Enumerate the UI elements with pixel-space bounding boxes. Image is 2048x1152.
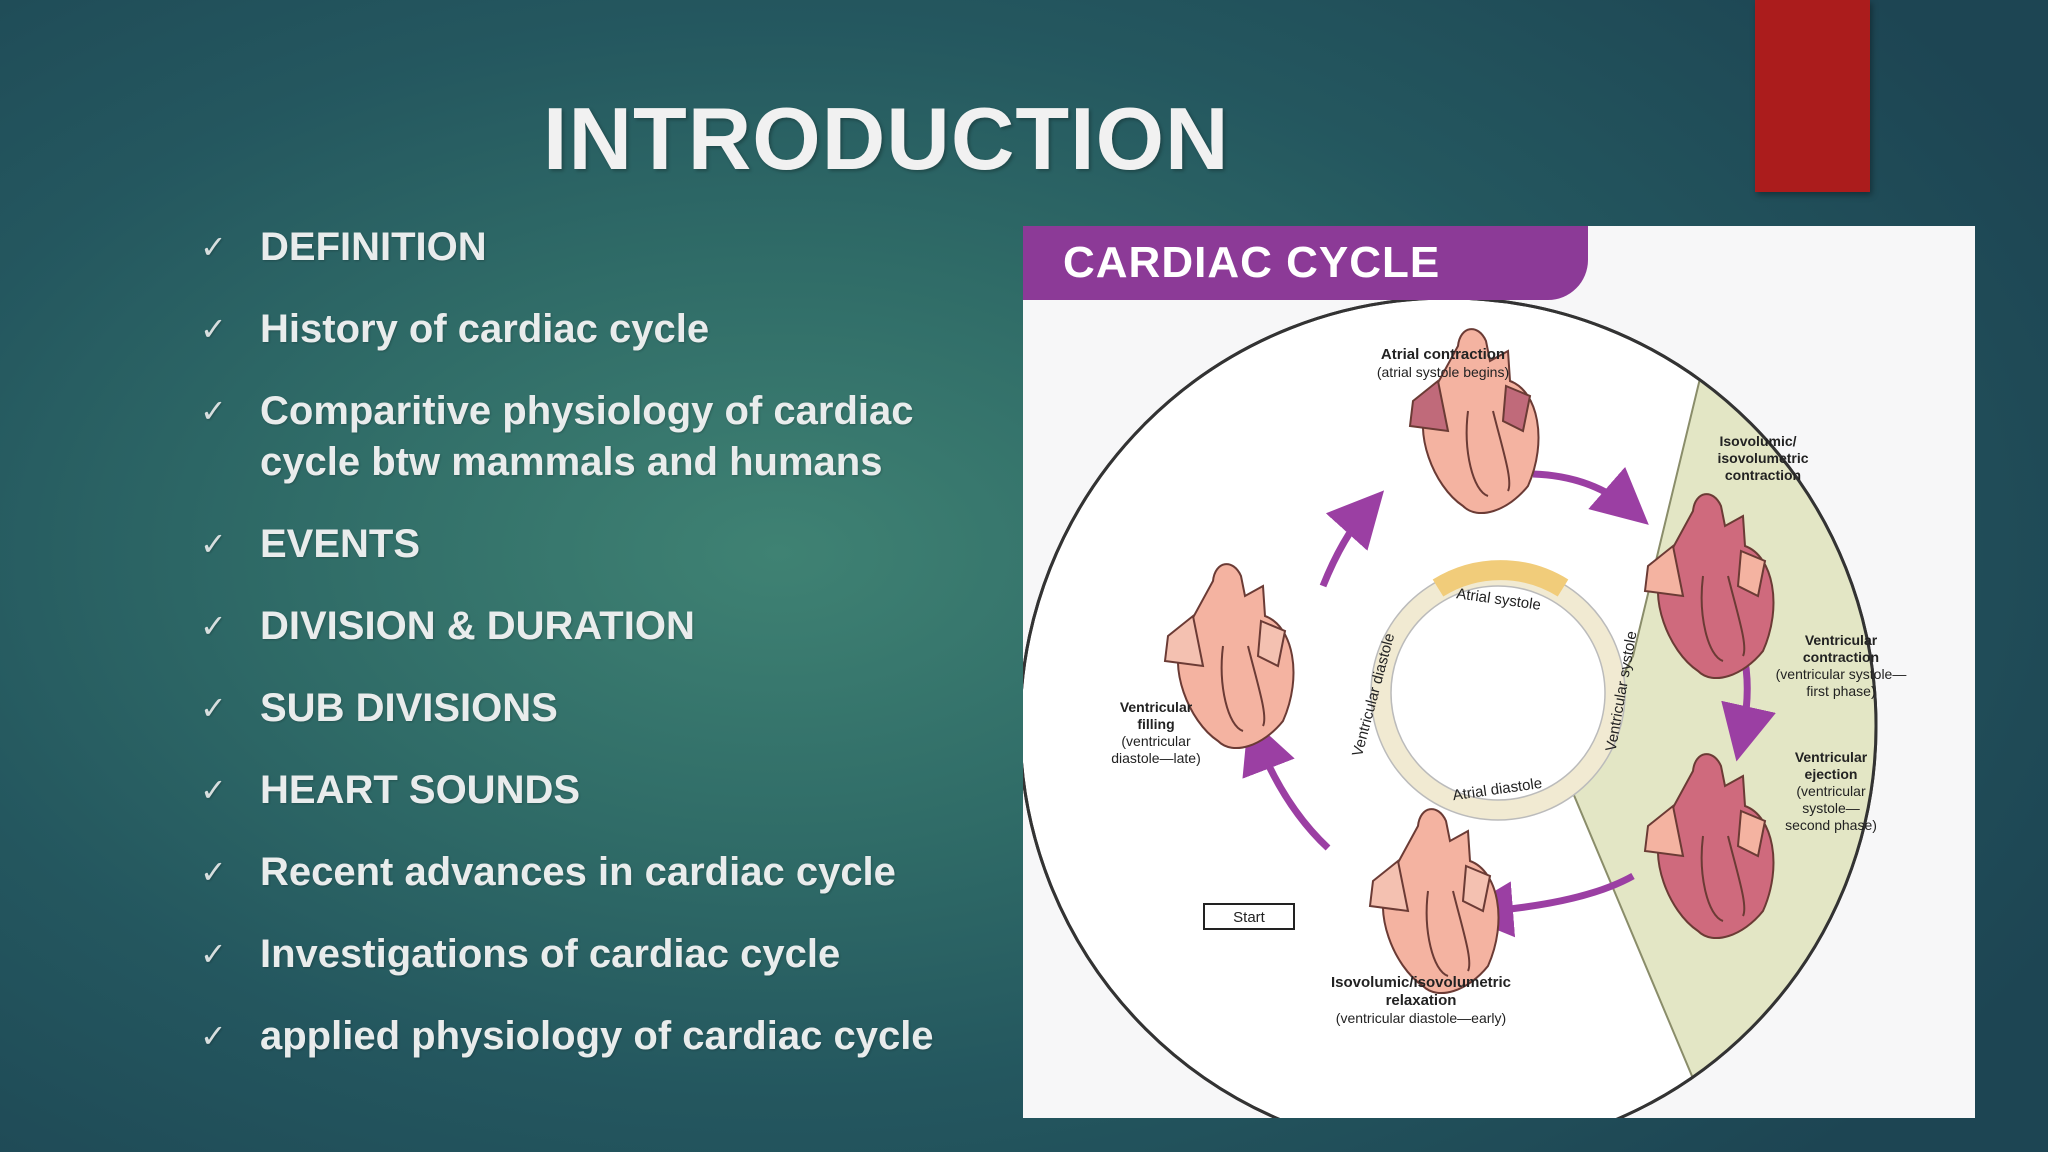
list-item: ✓Comparitive physiology of cardiac cycle… — [200, 386, 1020, 488]
svg-text:isovolumetric: isovolumetric — [1717, 450, 1808, 466]
svg-text:filling: filling — [1137, 716, 1174, 732]
cardiac-cycle-diagram: Atrial systole Atrial diastole Ventricul… — [1023, 296, 1907, 1118]
list-item: ✓EVENTS — [200, 519, 1020, 570]
list-item: ✓applied physiology of cardiac cycle — [200, 1011, 1020, 1062]
cycle-arrow — [1457, 872, 1635, 938]
atrial-systole-arc — [1432, 560, 1569, 597]
cardiac-cycle-figure: Atrial systole Atrial diastole Ventricul… — [1023, 226, 1975, 1118]
svg-text:contraction: contraction — [1725, 467, 1801, 483]
svg-text:Atrial contraction: Atrial contraction — [1381, 346, 1505, 363]
svg-text:Ventricular: Ventricular — [1795, 749, 1868, 765]
svg-text:first phase): first phase) — [1806, 683, 1875, 699]
svg-text:Ventricular: Ventricular — [1120, 699, 1193, 715]
list-item: ✓HEART SOUNDS — [200, 765, 1020, 816]
check-mark-icon: ✓ — [200, 936, 227, 972]
svg-text:ejection: ejection — [1805, 766, 1858, 782]
svg-text:(ventricular diastole—early): (ventricular diastole—early) — [1336, 1010, 1506, 1026]
heart-ventricular-ejection — [1643, 753, 1775, 940]
heart-atrial-contraction — [1408, 328, 1540, 515]
svg-text:Isovolumic/: Isovolumic/ — [1719, 433, 1796, 449]
heart-ventricular-filling — [1163, 563, 1295, 750]
svg-text:(ventricular systole—: (ventricular systole— — [1776, 666, 1907, 682]
slide-title: INTRODUCTION — [543, 89, 1230, 188]
check-mark-icon: ✓ — [200, 690, 227, 726]
list-item: ✓SUB DIVISIONS — [200, 683, 1020, 734]
start-box — [1203, 903, 1295, 930]
svg-text:(ventricular: (ventricular — [1796, 783, 1866, 799]
check-mark-icon: ✓ — [200, 526, 227, 562]
svg-text:(atrial systole begins): (atrial systole begins) — [1377, 364, 1509, 380]
svg-text:systole—: systole— — [1802, 800, 1860, 816]
list-item: ✓DEFINITION — [200, 222, 1020, 273]
label-ventricular-contraction: Ventricular contraction (ventricular sys… — [1776, 632, 1907, 699]
cycle-arrow — [1319, 490, 1385, 588]
check-mark-icon: ✓ — [200, 772, 227, 808]
label-ventricular-filling: Ventricular filling (ventricular diastol… — [1111, 699, 1201, 766]
svg-text:Isovolumic/isovolumetric: Isovolumic/isovolumetric — [1331, 974, 1511, 991]
svg-text:diastole—late): diastole—late) — [1111, 750, 1201, 766]
label-isovolumic-relaxation: Isovolumic/isovolumetric relaxation (ven… — [1331, 974, 1511, 1026]
check-mark-icon: ✓ — [200, 608, 227, 644]
list-item: ✓DIVISION & DURATION — [200, 601, 1020, 652]
heart-isovolumic-relaxation — [1368, 808, 1500, 995]
list-item: ✓History of cardiac cycle — [200, 304, 1020, 355]
cycle-arrow — [1532, 466, 1649, 525]
list-item: ✓Investigations of cardiac cycle — [200, 929, 1020, 980]
check-mark-icon: ✓ — [200, 229, 227, 265]
accent-red-tab — [1755, 0, 1870, 192]
svg-text:(ventricular: (ventricular — [1121, 733, 1191, 749]
check-mark-icon: ✓ — [200, 854, 227, 890]
cardiac-cycle-banner: CARDIAC CYCLE — [1023, 226, 1588, 300]
check-mark-icon: ✓ — [200, 393, 227, 429]
svg-text:Ventricular: Ventricular — [1805, 632, 1878, 648]
check-mark-icon: ✓ — [200, 311, 227, 347]
start-label: Start — [1233, 909, 1266, 926]
list-item: ✓Recent advances in cardiac cycle — [200, 847, 1020, 898]
label-isovolumic-contraction: Isovolumic/ isovolumetric contraction — [1717, 433, 1808, 483]
label-ventricular-ejection: Ventricular ejection (ventricular systol… — [1785, 749, 1877, 833]
svg-text:relaxation: relaxation — [1386, 992, 1457, 1009]
label-atrial-contraction: Atrial contraction (atrial systole begin… — [1377, 346, 1509, 380]
svg-text:contraction: contraction — [1803, 649, 1879, 665]
topic-list: ✓DEFINITION ✓History of cardiac cycle ✓C… — [200, 222, 1020, 1093]
heart-isovolumic-contraction — [1643, 493, 1775, 680]
check-mark-icon: ✓ — [200, 1018, 227, 1054]
cycle-arrow — [1242, 716, 1331, 851]
svg-text:second phase): second phase) — [1785, 817, 1877, 833]
